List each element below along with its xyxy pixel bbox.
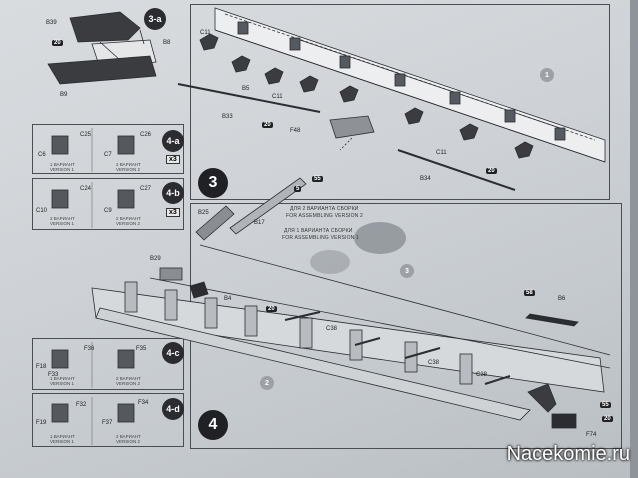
part-label-f32: F32 bbox=[76, 402, 87, 408]
star-55-b: 55 bbox=[600, 402, 611, 408]
star-55-a: 55 bbox=[312, 176, 323, 182]
variant-en: VERSION 1 bbox=[50, 167, 75, 172]
part-label-f35: F35 bbox=[136, 346, 147, 352]
part-label-c11-c: C11 bbox=[436, 150, 447, 156]
part-label-b29: B29 bbox=[150, 256, 161, 262]
note-version-1-en: FOR ASSEMBLING VERSION 1 bbox=[282, 235, 360, 241]
part-label-b8: B8 bbox=[163, 40, 171, 46]
part-label-f74: F74 bbox=[586, 432, 597, 438]
note-version-2-en: FOR ASSEMBLING VERSION 2 bbox=[286, 213, 364, 219]
star-20-b: 20 bbox=[262, 122, 273, 128]
quantity-x3-a: x3 bbox=[166, 155, 180, 164]
part-label-c6: C6 bbox=[38, 152, 46, 158]
part-label-c11-a: C11 bbox=[200, 30, 211, 36]
circle-2: 2 bbox=[260, 376, 274, 390]
step-4c-box bbox=[32, 338, 184, 390]
part-label-c25: C25 bbox=[80, 132, 92, 138]
part-label-c38-b: C38 bbox=[428, 360, 440, 366]
circle-1: 1 bbox=[540, 68, 554, 82]
page-edge bbox=[630, 0, 638, 478]
part-label-c38-c: C38 bbox=[476, 372, 488, 378]
note-version-2-ru: ДЛЯ 2 ВАРИАНТА СБОРКИ bbox=[290, 206, 359, 212]
watermark-text: Nacekomie.ru bbox=[506, 443, 630, 465]
variant-en: VERSION 2 bbox=[116, 167, 141, 172]
step-3a-badge: 3-a bbox=[144, 8, 166, 30]
part-label-b17: B17 bbox=[254, 220, 265, 226]
part-label-f48: F48 bbox=[290, 128, 301, 134]
step-4d-box bbox=[32, 393, 184, 447]
part-label-b9: B9 bbox=[60, 92, 68, 98]
star-58: 58 bbox=[524, 290, 535, 296]
quantity-x3-b: x3 bbox=[166, 208, 180, 217]
variant-en: VERSION 1 bbox=[50, 221, 75, 226]
star-20-d: 20 bbox=[266, 306, 277, 312]
part-label-c27: C27 bbox=[140, 186, 152, 192]
part-label-c24: C24 bbox=[80, 186, 92, 192]
part-label-c9: C9 bbox=[104, 208, 112, 214]
part-label-b34: B34 bbox=[420, 176, 431, 182]
part-label-f34: F34 bbox=[138, 400, 149, 406]
step-4b-box bbox=[32, 178, 184, 230]
variant-en: VERSION 2 bbox=[116, 439, 141, 444]
variant-ru: 1 ВАРИАНТ bbox=[50, 376, 75, 381]
note-version-1-ru: ДЛЯ 1 ВАРИАНТА СБОРКИ bbox=[284, 228, 353, 234]
part-label-c38-a: C38 bbox=[326, 326, 338, 332]
step-4d-badge: 4-d bbox=[162, 398, 184, 420]
part-label-c11-b: C11 bbox=[272, 94, 283, 100]
step-4a-badge: 4-a bbox=[162, 130, 184, 152]
part-label-f33: F33 bbox=[48, 372, 59, 378]
part-label-f36: F36 bbox=[84, 346, 95, 352]
part-label-b39: B39 bbox=[46, 20, 57, 26]
variant-ru: 2 ВАРИАНТ bbox=[116, 434, 141, 439]
step-4b-badge: 4-b bbox=[162, 182, 184, 204]
variant-en: VERSION 1 bbox=[50, 439, 75, 444]
star-20-a: 20 bbox=[52, 40, 63, 46]
step-4a-box bbox=[32, 124, 184, 174]
part-label-b33: B33 bbox=[222, 114, 233, 120]
part-label-f18: F18 bbox=[36, 364, 47, 370]
part-label-c7: C7 bbox=[104, 152, 112, 158]
part-label-f37: F37 bbox=[102, 420, 113, 426]
variant-ru: 1 ВАРИАНТ bbox=[50, 434, 75, 439]
part-label-b4: B4 bbox=[224, 296, 232, 302]
star-20-c: 20 bbox=[486, 168, 497, 174]
part-label-c10: C10 bbox=[36, 208, 48, 214]
step-3-number: 3 bbox=[198, 168, 228, 198]
step-4-number: 4 bbox=[198, 410, 228, 440]
part-label-b6: B6 bbox=[558, 296, 566, 302]
variant-ru: 2 ВАРИАНТ bbox=[116, 216, 141, 221]
variant-en: VERSION 1 bbox=[50, 381, 75, 386]
part-label-c26: C26 bbox=[140, 132, 152, 138]
variant-en: VERSION 2 bbox=[116, 381, 141, 386]
variant-en: VERSION 2 bbox=[116, 221, 141, 226]
variant-ru: 1 ВАРИАНТ bbox=[50, 162, 75, 167]
star-20-e: 20 bbox=[602, 416, 613, 422]
variant-ru: 2 ВАРИАНТ bbox=[116, 162, 141, 167]
part-label-b25: B25 bbox=[198, 210, 209, 216]
circle-3: 3 bbox=[400, 264, 414, 278]
part-label-b5: B5 bbox=[242, 86, 250, 92]
part-label-f19: F19 bbox=[36, 420, 47, 426]
step-3-panel bbox=[190, 4, 610, 200]
step-4c-badge: 4-c bbox=[162, 342, 184, 364]
variant-ru: 2 ВАРИАНТ bbox=[116, 376, 141, 381]
star-5: 5 bbox=[294, 186, 302, 192]
variant-ru: 2 ВАРИАНТ bbox=[50, 216, 75, 221]
